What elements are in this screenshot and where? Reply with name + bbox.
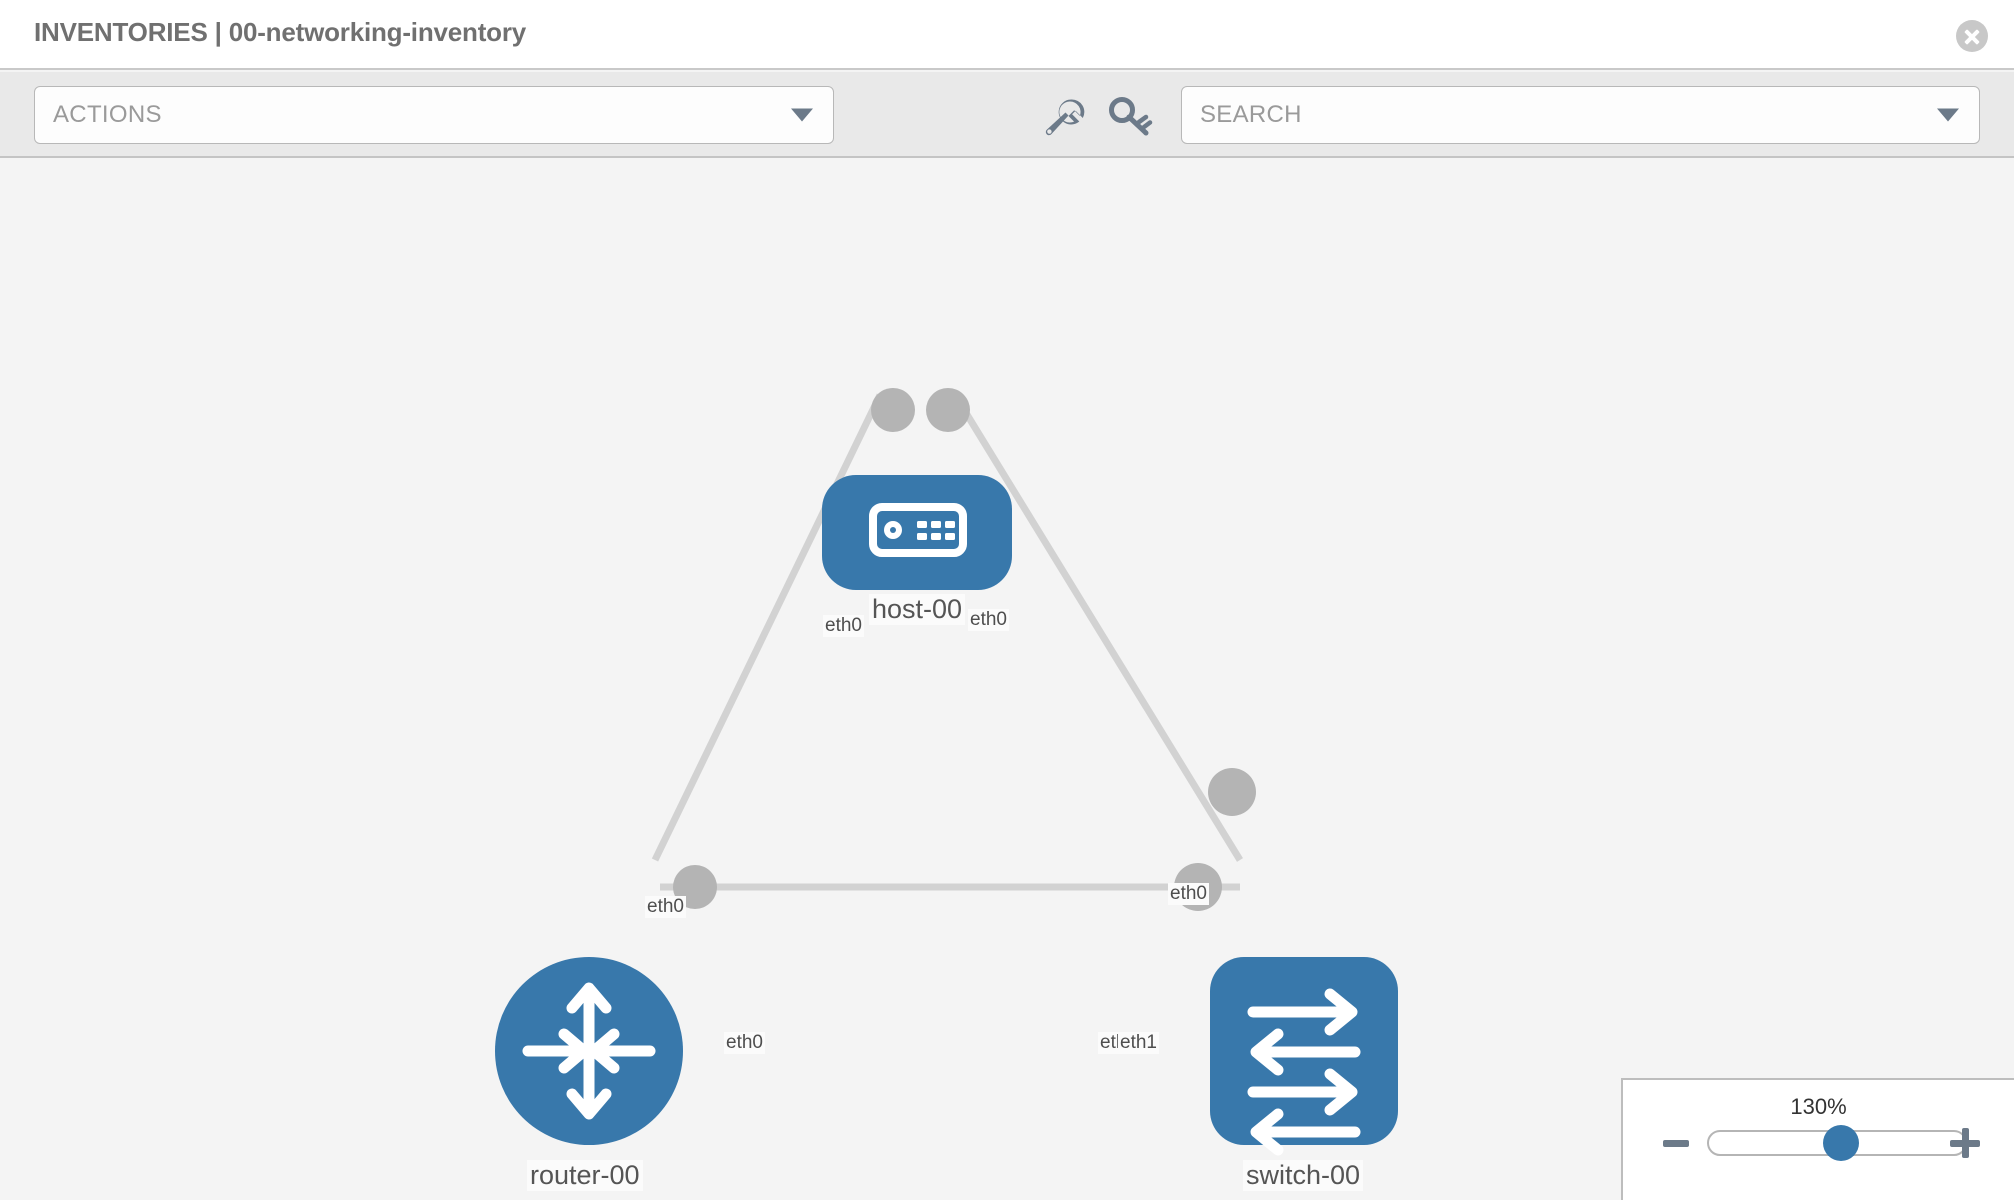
node-switch-00	[1210, 957, 1398, 1156]
node-router-00	[495, 957, 683, 1145]
chevron-down-icon	[791, 108, 813, 122]
iface-label-switch-up: eth0	[1168, 883, 1209, 905]
search-input[interactable]: SEARCH	[1181, 86, 1980, 144]
page-header: INVENTORIES | 00-networking-inventory	[0, 0, 2014, 70]
connector-switch-top	[1208, 768, 1256, 816]
zoom-slider[interactable]	[1707, 1125, 1967, 1161]
router-arrows-icon	[522, 982, 656, 1120]
server-icon	[869, 503, 967, 557]
actions-dropdown-label: ACTIONS	[53, 101, 162, 128]
connector-host-right	[926, 388, 970, 432]
edge-host-switch	[952, 393, 1243, 862]
actions-dropdown[interactable]: ACTIONS	[34, 86, 834, 144]
zoom-percentage: 130%	[1790, 1094, 1847, 1119]
minus-icon[interactable]	[1663, 1140, 1689, 1147]
iface-label-router-up: eth0	[645, 896, 686, 918]
iface-label-host-left: eth0	[823, 615, 864, 637]
iface-label-router-right: eth0	[724, 1032, 765, 1054]
topology-edges	[651, 393, 1243, 891]
edge-host-router	[651, 393, 884, 862]
node-label-switch-00: switch-00	[1243, 1160, 1364, 1191]
zoom-slider-thumb[interactable]	[1823, 1125, 1860, 1161]
node-label-router-00: router-00	[527, 1160, 643, 1191]
plus-icon[interactable]	[1950, 1128, 1980, 1158]
iface-label-host-right: eth0	[968, 609, 1009, 631]
topology-canvas[interactable]: eth0 eth0 eth0 eth0 eth0 eth0 eth1 host-…	[0, 160, 2014, 1200]
connector-host-left	[871, 388, 915, 432]
search-placeholder: SEARCH	[1200, 101, 1302, 128]
node-label-host-00: host-00	[869, 594, 966, 625]
close-icon[interactable]	[1956, 20, 1988, 52]
wrench-icon[interactable]	[1040, 96, 1086, 136]
zoom-control-panel: 130%	[1621, 1078, 2014, 1200]
switch-arrows-icon	[1247, 988, 1361, 1156]
topology-graph	[495, 388, 1398, 1156]
key-icon[interactable]	[1108, 96, 1154, 136]
chevron-down-icon	[1937, 108, 1959, 122]
page-title: INVENTORIES | 00-networking-inventory	[34, 17, 527, 47]
toolbar: ACTIONS SEARCH	[0, 72, 2014, 158]
node-host-00	[822, 475, 1012, 590]
iface-label-switch-left: eth1	[1118, 1032, 1159, 1054]
